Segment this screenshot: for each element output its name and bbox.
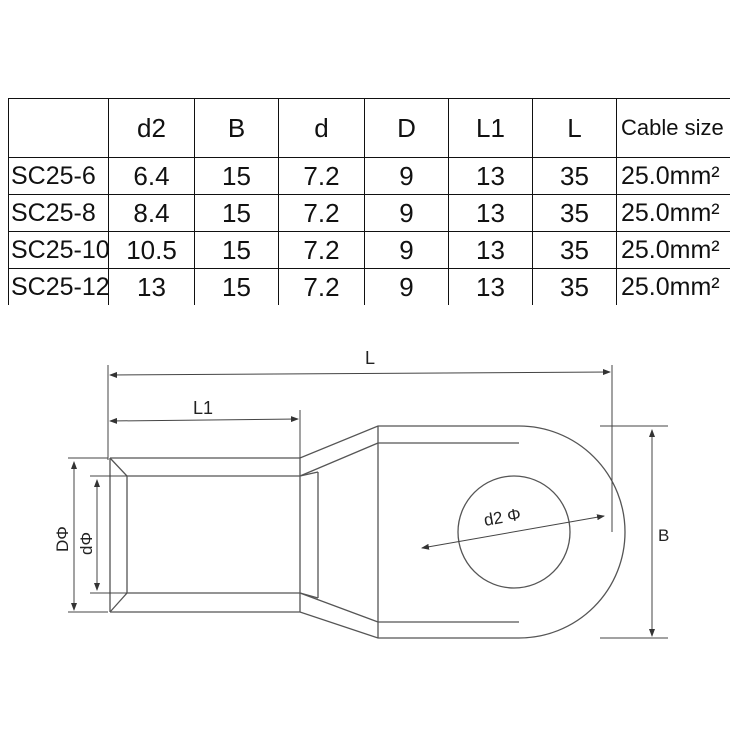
label-L1: L1 <box>193 398 213 418</box>
label-L: L <box>365 348 375 368</box>
cell-l: 35 <box>532 157 617 195</box>
label-d2: d2 Φ <box>482 505 522 530</box>
table-row: SC25-6 6.4 15 7.2 9 13 35 25.0mm² <box>8 157 730 195</box>
dimension-lines <box>68 365 668 639</box>
label-d: dΦ <box>77 532 96 555</box>
table-row: SC25-10 10.5 15 7.2 9 13 35 25.0mm² <box>8 231 730 269</box>
dimension-labels: L L1 DΦ dΦ d2 Φ B <box>53 348 669 555</box>
cell-D: 9 <box>364 231 449 269</box>
cell-cable-size: 25.0mm² <box>616 194 730 232</box>
header-cable-size: Cable size <box>616 98 730 158</box>
cell-model: SC25-8 <box>8 194 109 232</box>
cell-model: SC25-12 <box>8 268 109 305</box>
cell-D: 9 <box>364 268 449 305</box>
label-B: B <box>658 526 669 545</box>
cell-model: SC25-10 <box>8 231 109 269</box>
cell-d: 7.2 <box>278 268 365 305</box>
spec-table: d2 B d D L1 L Cable size SC25-6 6.4 15 7… <box>8 98 730 305</box>
cell-d: 7.2 <box>278 157 365 195</box>
cell-cable-size: 25.0mm² <box>616 157 730 195</box>
table-row: SC25-12 13 15 7.2 9 13 35 25.0mm² <box>8 268 730 305</box>
cell-d: 7.2 <box>278 194 365 232</box>
cell-D: 9 <box>364 157 449 195</box>
label-D: DΦ <box>53 526 72 552</box>
lug-outline <box>109 425 626 639</box>
cell-l1: 13 <box>448 231 533 269</box>
cell-D: 9 <box>364 194 449 232</box>
header-model <box>8 98 109 158</box>
cell-d2: 10.5 <box>108 231 195 269</box>
cell-l1: 13 <box>448 157 533 195</box>
cell-d2: 6.4 <box>108 157 195 195</box>
cell-d: 7.2 <box>278 231 365 269</box>
cell-d2: 8.4 <box>108 194 195 232</box>
cell-l: 35 <box>532 194 617 232</box>
table-row: SC25-8 8.4 15 7.2 9 13 35 25.0mm² <box>8 194 730 232</box>
cell-cable-size: 25.0mm² <box>616 231 730 269</box>
cell-l1: 13 <box>448 194 533 232</box>
cell-cable-size: 25.0mm² <box>616 268 730 305</box>
cell-l: 35 <box>532 231 617 269</box>
